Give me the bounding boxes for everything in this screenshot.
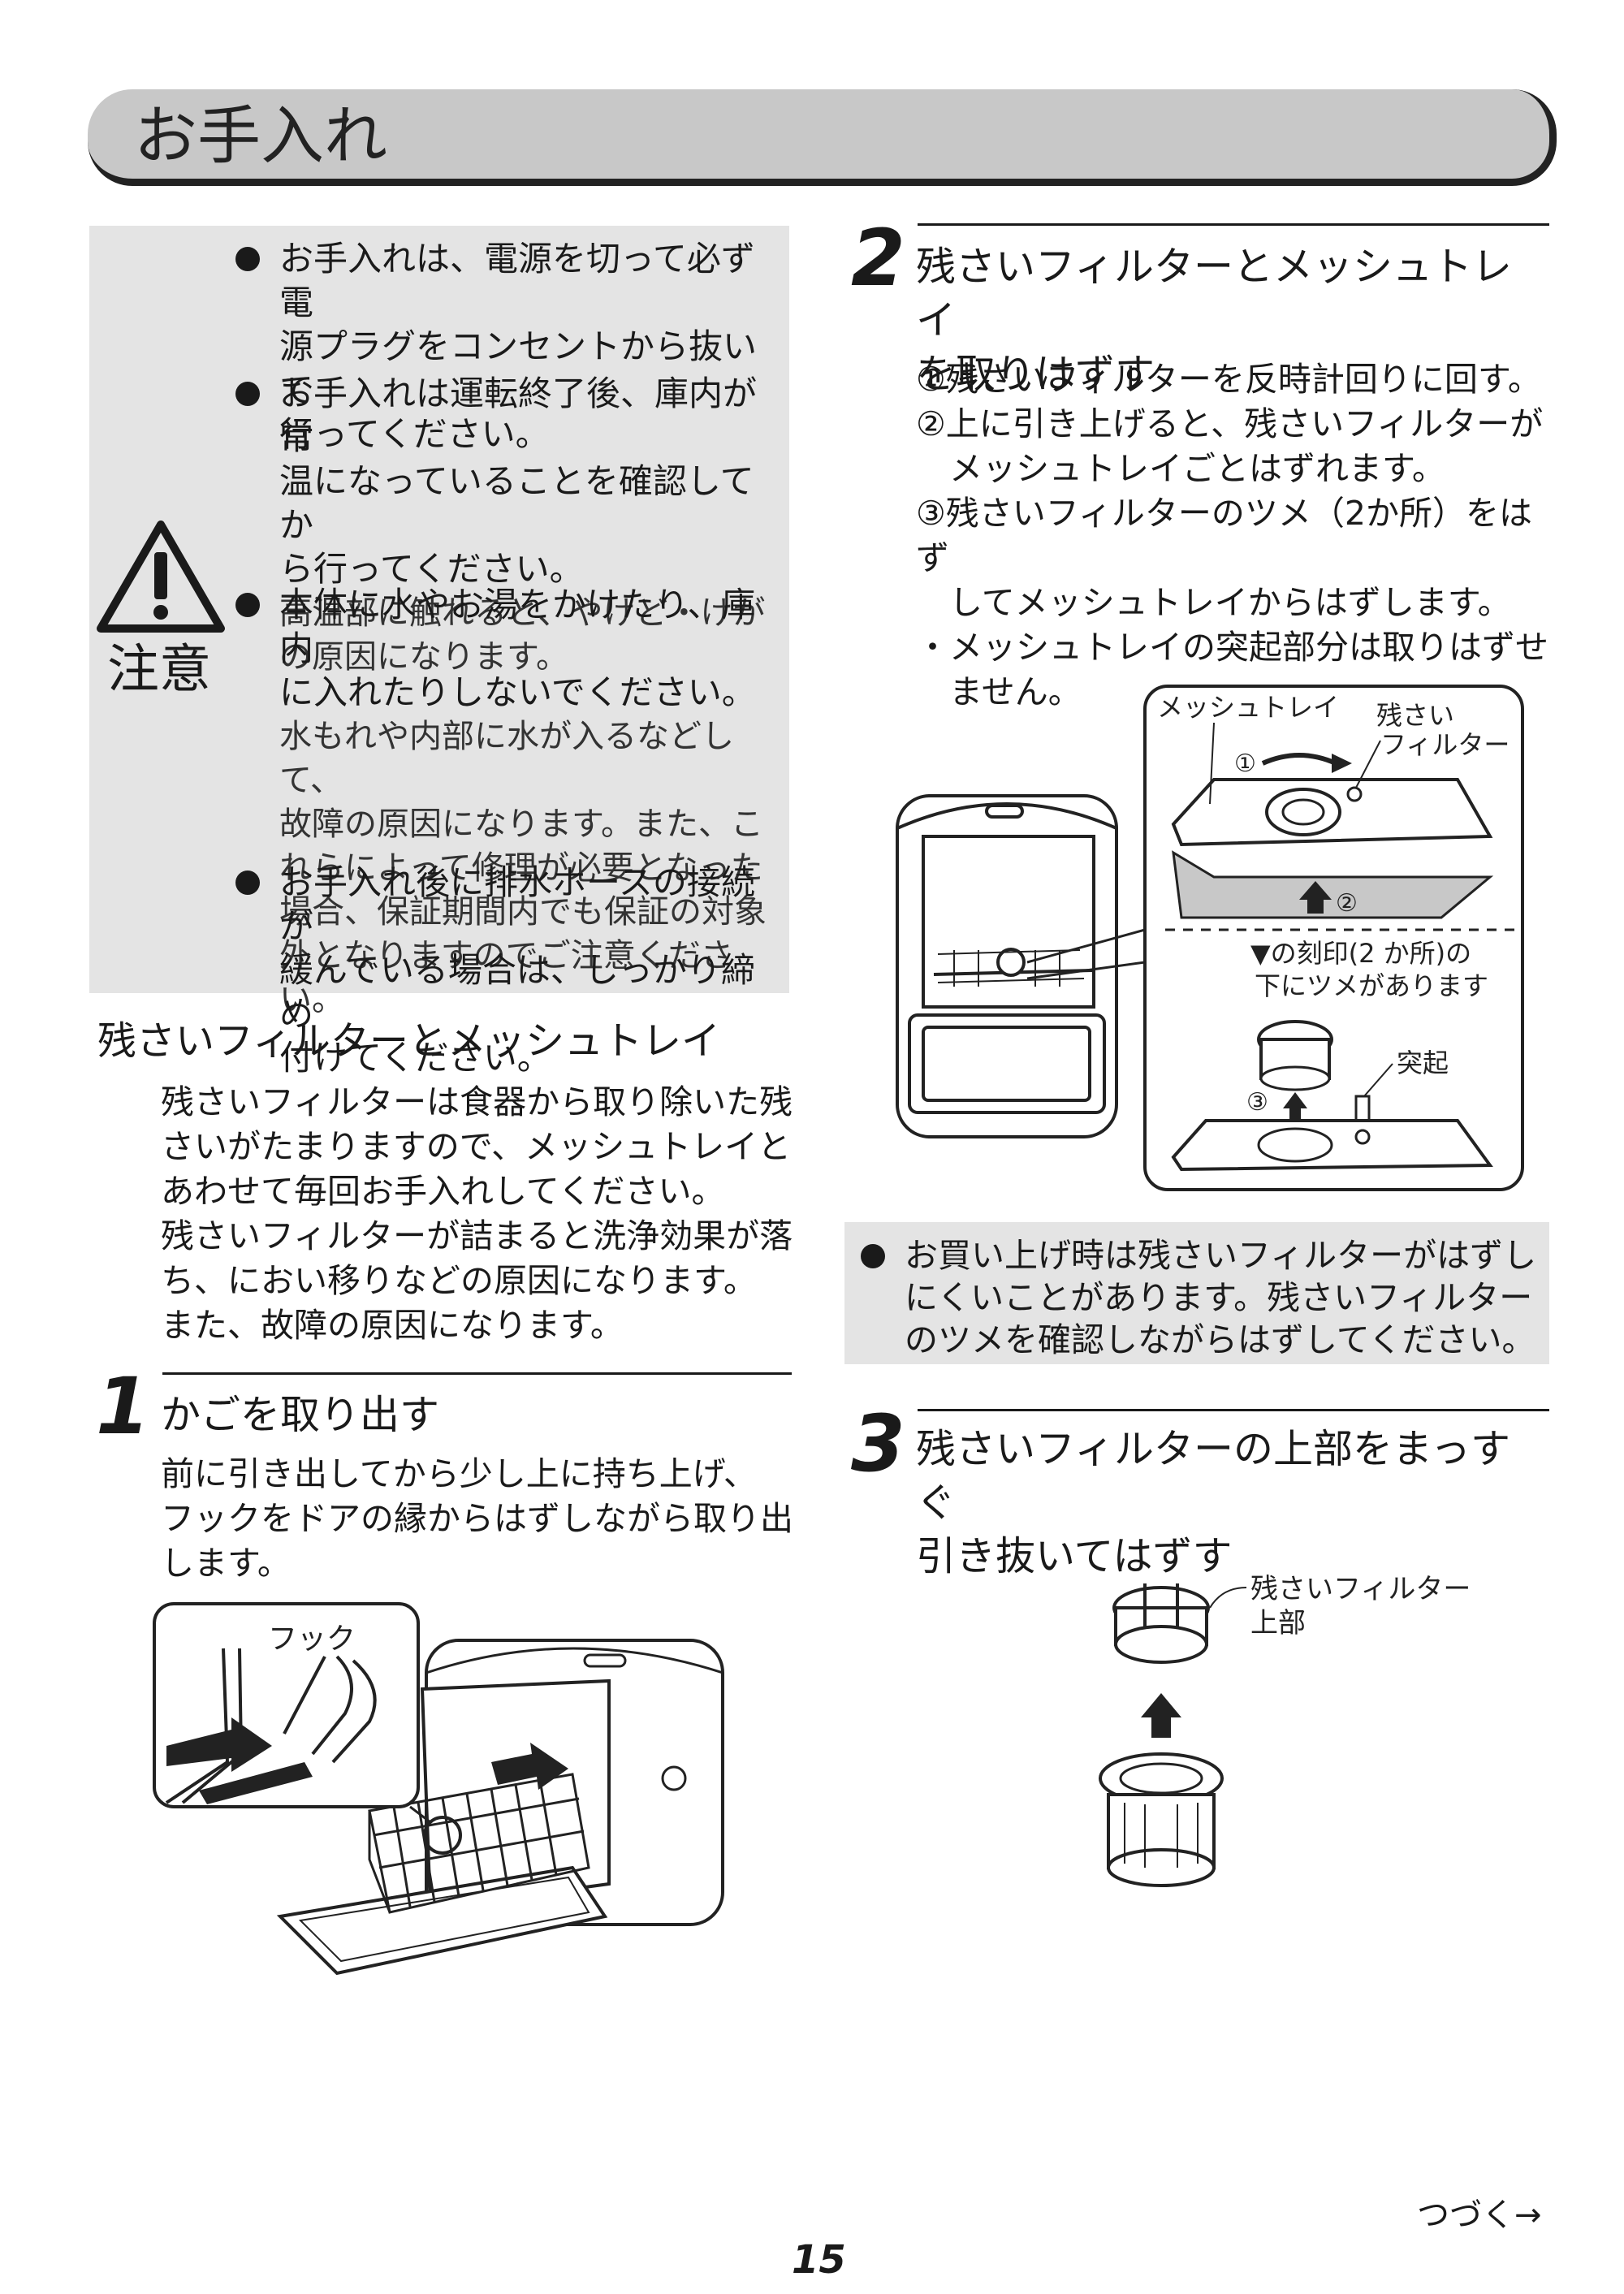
page-title: お手入れ <box>134 100 388 173</box>
step-rule <box>918 1409 1549 1411</box>
num-label: ② <box>1336 889 1358 918</box>
dishwasher-open <box>896 794 1118 1138</box>
bullet-dot <box>235 382 260 406</box>
caution-line: 温になっていることを確認してか <box>279 461 754 545</box>
step-line: メッシュトレイごとはずれます。 <box>916 449 1445 488</box>
num-label: ③ <box>1246 1088 1268 1117</box>
continue-label: つづく→ <box>1417 2197 1542 2234</box>
caution-subline: 場合、保証期間内でも保証の対象 <box>279 893 767 931</box>
caution-line: 行ってください。 <box>279 414 550 454</box>
note-line: お買い上げ時は残さいフィルターがはずし <box>905 1236 1537 1275</box>
step-title: 残さいフィルターの上部をまっすぐ 引き抜いてはずす <box>916 1423 1549 1583</box>
section-line: 残さいフィルターは食器から取り除いた残 <box>161 1082 793 1121</box>
caution-line: 緩んでいる場合は、しっかり締め <box>279 950 755 1034</box>
filter-label: 残さい <box>1376 700 1454 731</box>
protrusion-label: 突起 <box>1397 1048 1449 1078</box>
section-line: さいがたまりますので、メッシュトレイと <box>161 1127 792 1166</box>
bullet-dot <box>235 593 260 617</box>
caution-subline: 高温部に触れると、やけど・けが <box>279 594 766 632</box>
note-line: のツメを確認しながらはずしてください。 <box>905 1320 1535 1359</box>
dish-basket <box>368 1773 590 1914</box>
step-number: 3 <box>851 1398 905 1489</box>
tray-base <box>1172 850 1494 919</box>
step-title-line: 残さいフィルターとメッシュトレイ <box>916 244 1513 343</box>
step-rule <box>162 1372 792 1375</box>
step-title: 残さいフィルターとメッシュトレイ を取りはずす <box>916 240 1549 401</box>
filter-top-figure: 残さいフィルター 上部 <box>1099 1573 1471 1887</box>
step-line: ③残さいフィルターのツメ（2か所）をはず <box>916 494 1533 577</box>
note-item: お買い上げ時は残さいフィルターがはずし にくいことがあります。残さいフィルター … <box>861 1234 1543 1361</box>
bullet-dot <box>861 1244 885 1268</box>
caution-item: お手入れは、電源を切って必ず電 源プラグをコンセントから抜いて 行ってください。 <box>235 237 780 456</box>
caution-line: ら行ってください。 <box>279 549 584 589</box>
section-line: また、故障の原因になります。 <box>161 1306 624 1345</box>
caution-subline: 水もれや内部に水が入るなどして、 <box>279 718 734 799</box>
bullet-dot <box>235 247 260 271</box>
step-line: 前に引き出してから少し上に持ち上げ、 <box>161 1454 757 1493</box>
step-line: ②上に引き上げると、残さいフィルターが <box>916 404 1544 443</box>
step-line: フックをドアの縁からはずしながら取り出 <box>161 1499 793 1538</box>
caution-subline: れらによって修理が必要となった <box>279 849 763 887</box>
section-heading: 残さいフィルターとメッシュトレイ <box>97 1018 721 1064</box>
step-title-line: 引き抜いてはずす <box>916 1533 1233 1579</box>
page-number: 15 <box>792 2237 846 2283</box>
caution-item: お手入れ後に排水ホースの接続が 緩んでいる場合は、しっかり締め 付けてください。 <box>235 861 780 1080</box>
bullet-dot <box>235 871 260 895</box>
step-line: します。 <box>161 1544 291 1583</box>
caution-subline: 故障の原因になります。また、こ <box>279 806 763 843</box>
section-line: あわせて毎回お手入れしてください。 <box>161 1172 725 1211</box>
note-line: にくいことがあります。残さいフィルター <box>905 1278 1533 1317</box>
step-line: ①残さいフィルターを反時計回りに回す。 <box>916 360 1541 399</box>
section-body: 残さいフィルターは食器から取り除いた残 さいがたまりますので、メッシュトレイと … <box>161 1080 794 1348</box>
step-body: 前に引き出してから少し上に持ち上げ、 フックをドアの縁からはずしながら取り出 し… <box>161 1452 802 1586</box>
step-body: ①残さいフィルターを反時計回りに回す。 ②上に引き上げると、残さいフィルターが … <box>916 357 1557 715</box>
mark-label: ▼の刻印(2 か所)の <box>1250 938 1471 969</box>
step-number: 2 <box>851 213 905 304</box>
hook-label: フック <box>268 1622 356 1656</box>
caution-item: 本体に水やお湯をかけたり、庫内 に入れたりしないでください。 水もれや内部に水が… <box>235 583 780 1022</box>
filter-removal-figure: ② ① メッシュトレイ 残さい フィルター ▼の刻印(2 か所)の 下にツメがあ… <box>896 685 1524 1191</box>
basket-removal-figure: フック <box>153 1602 724 1976</box>
mark-label: 下にツメがあります <box>1255 970 1488 1001</box>
step-line: ・メッシュトレイの突起部分は取りはずせ <box>916 628 1548 667</box>
caution-line: お手入れ後に排水ホースの接続が <box>279 862 755 946</box>
step-title-line: を取りはずす <box>916 351 1155 397</box>
caution-subline: 外となりますのでご注意ください。 <box>279 937 733 1018</box>
filter-top-label: 残さいフィルター <box>1250 1573 1471 1605</box>
step-title-line: 残さいフィルターの上部をまっすぐ <box>916 1426 1511 1526</box>
step-rule <box>918 223 1549 226</box>
caution-line: 本体に水やお湯をかけたり、庫内 <box>279 585 756 668</box>
warning-triangle-icon <box>97 521 225 633</box>
step-line: してメッシュトレイからはずします。 <box>916 583 1511 622</box>
step-number: 1 <box>96 1361 150 1452</box>
num-label: ① <box>1234 750 1256 778</box>
caution-line: に入れたりしないでください。 <box>279 672 756 712</box>
caution-subline: の原因になります。 <box>279 638 568 676</box>
caution-line: お手入れは運転終了後、庫内が常 <box>279 374 758 457</box>
caution-label: 注意 <box>107 640 211 700</box>
caution-item: お手入れは運転終了後、庫内が常 温になっていることを確認してか ら行ってください… <box>235 372 780 679</box>
filter-top-label: 上部 <box>1250 1607 1306 1639</box>
caution-line: 付けてください。 <box>279 1038 551 1078</box>
section-line: 残さいフィルターが詰まると洗浄効果が落 <box>161 1216 793 1255</box>
mesh-tray-label: メッシュトレイ <box>1157 692 1339 723</box>
caution-line: お手入れは、電源を切って必ず電 <box>279 239 755 322</box>
filter-label: フィルター <box>1380 729 1510 760</box>
caution-line: 源プラグをコンセントから抜いて <box>279 326 758 410</box>
header-bar <box>88 89 1557 186</box>
section-line: ち、におい移りなどの原因になります。 <box>161 1261 757 1300</box>
step-title: かごを取り出す <box>161 1392 440 1438</box>
note-box <box>844 1222 1549 1364</box>
step-line: ません。 <box>916 672 1082 711</box>
